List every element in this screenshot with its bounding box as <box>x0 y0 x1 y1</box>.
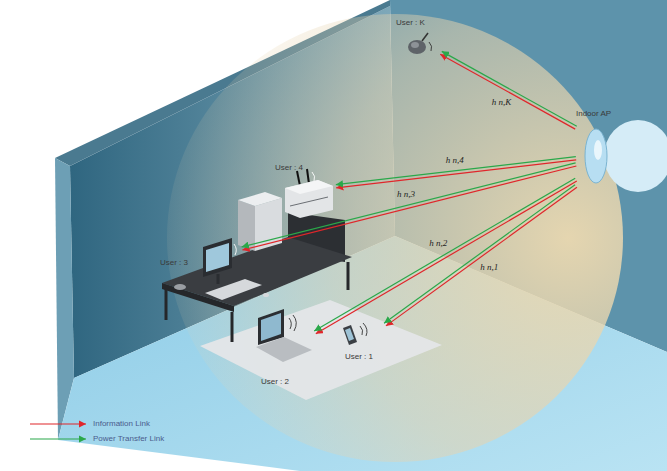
link-pair <box>384 185 577 326</box>
user-device-node: User : 4 <box>272 162 336 218</box>
legend-samples <box>30 424 86 439</box>
legend-text: Power Transfer Link <box>93 434 164 444</box>
channel-label: h n,3 <box>397 189 415 200</box>
channel-label: h n,2 <box>429 238 447 249</box>
power-transfer-link <box>314 178 575 331</box>
power-transfer-link <box>442 51 577 126</box>
sensor-device <box>408 33 432 54</box>
phone <box>343 323 367 345</box>
link-pair <box>440 51 577 129</box>
channel-label: h n,1 <box>480 262 498 273</box>
user-device-node: User : 1 <box>337 321 385 363</box>
access-point-label: Indoor AP <box>576 109 611 119</box>
information-link <box>440 54 575 129</box>
link-pair <box>314 178 577 333</box>
channel-label: h n,4 <box>446 155 464 166</box>
access-point-node: Indoor AP <box>576 106 667 200</box>
user-label: User : 3 <box>160 258 188 268</box>
channel-label: h n,K <box>492 97 512 108</box>
printer <box>285 169 333 218</box>
coverage-cone <box>167 14 623 462</box>
user-device-node: User : 3 <box>158 236 242 282</box>
power-transfer-link <box>384 185 575 324</box>
laptop <box>256 309 312 362</box>
user-label: User : 4 <box>275 163 303 173</box>
power-transfer-link <box>242 163 576 247</box>
access-point <box>585 120 667 192</box>
user-label: User : K <box>396 18 425 28</box>
information-link <box>386 187 577 326</box>
rug <box>200 300 442 400</box>
information-link <box>242 166 576 250</box>
legend-text: Information Link <box>93 419 150 429</box>
user-device-node: User : K <box>395 17 441 63</box>
user-label: User : 2 <box>261 377 289 387</box>
user-device-node: User : 2 <box>251 311 315 391</box>
user-label: User : 1 <box>345 352 373 362</box>
information-link <box>316 181 577 334</box>
